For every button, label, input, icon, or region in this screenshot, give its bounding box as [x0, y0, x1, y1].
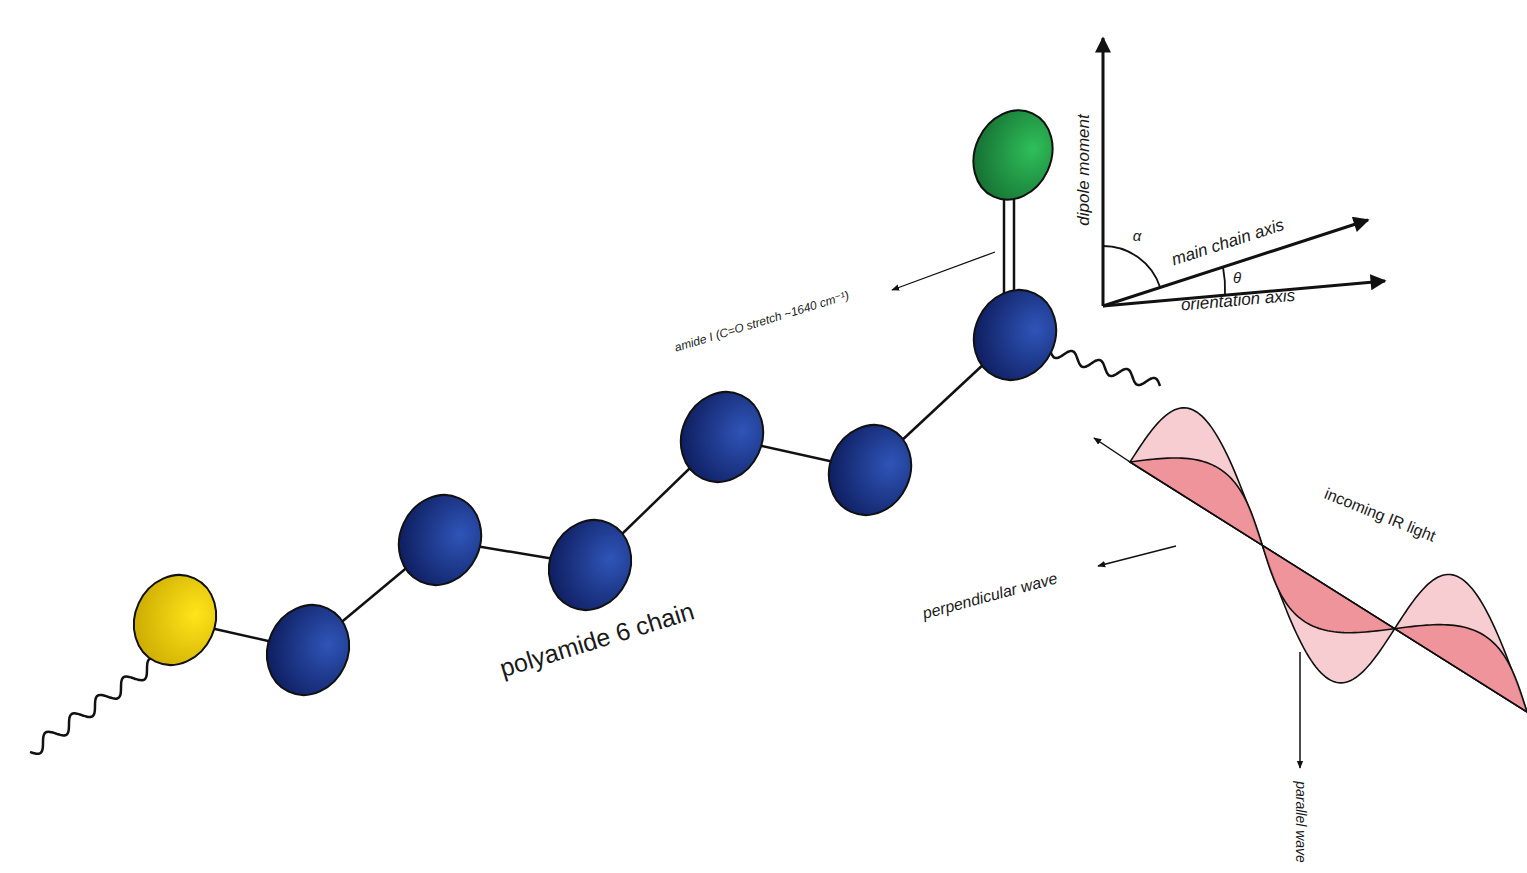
chain-bonds [175, 190, 1015, 650]
chain-beads [119, 97, 1070, 708]
theta-arc [1223, 267, 1225, 295]
angle-symbol: α [1133, 228, 1142, 245]
alpha-arc [1103, 246, 1160, 287]
chain-label: polyamide 6 chain [497, 597, 698, 682]
axis-label: main chain axis [1169, 216, 1286, 270]
perpendicular-wave-shape [1130, 458, 1527, 712]
polarization-arrows [1094, 438, 1300, 768]
parallel-wave-shape [1130, 408, 1527, 712]
monomer-bead [252, 591, 363, 708]
monomer-bead [534, 506, 645, 623]
callout-label: amide I (C=O stretch ~1640 cm⁻¹) [673, 289, 851, 355]
axis-label: orientation axis [1180, 287, 1296, 316]
wave-label: incoming IR light [1322, 485, 1438, 546]
carbonyl-carbon-bead [959, 276, 1070, 393]
dipole-axis [1102, 38, 1105, 306]
chain-tails [30, 350, 1160, 754]
propagation-axis [1130, 462, 1527, 712]
leader-arrow [892, 252, 995, 290]
angle-symbol: θ [1233, 270, 1241, 287]
end-group-bead [119, 561, 230, 678]
axis-system [1103, 38, 1385, 306]
parallel-arrow [1299, 652, 1301, 768]
wave-label: parallel wave [1292, 781, 1307, 863]
oxygen-bead [959, 97, 1067, 212]
monomer-bead [384, 481, 495, 598]
wave-label: perpendicular wave [921, 570, 1060, 623]
double-bond [1013, 190, 1016, 300]
propagation-arrow [1094, 438, 1130, 462]
chain-tail [30, 658, 160, 754]
monomer-bead [666, 378, 777, 495]
ir-wave [1130, 408, 1527, 712]
monomer-bead [814, 411, 925, 528]
chain-tail [1050, 350, 1160, 386]
axis-label: dipole moment [1075, 114, 1094, 226]
perpendicular-arrow [1098, 546, 1176, 566]
double-bond [1003, 190, 1006, 300]
